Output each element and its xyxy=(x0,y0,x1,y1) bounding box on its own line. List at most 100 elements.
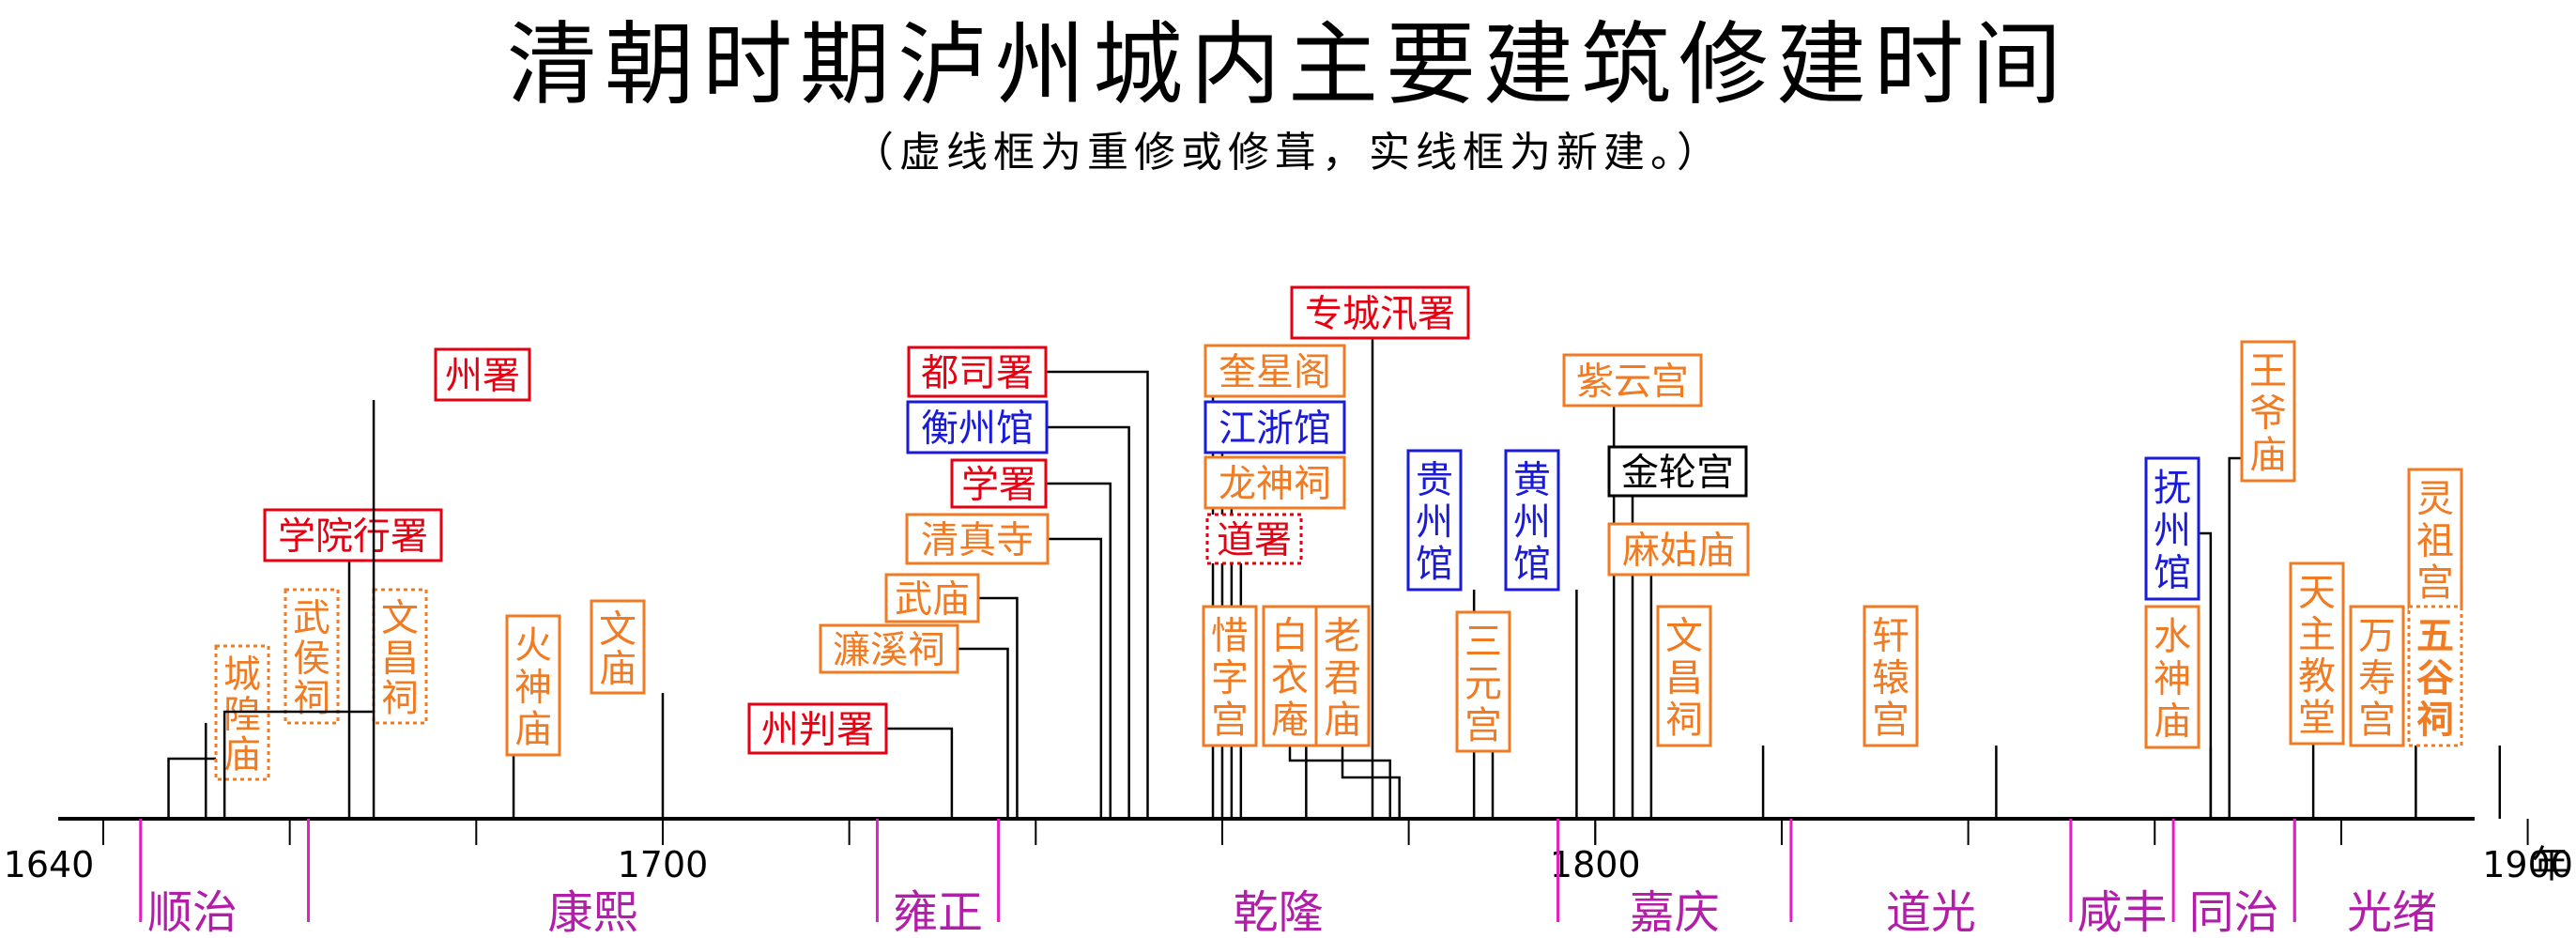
building-label-char: 三 xyxy=(1464,621,1502,664)
axis-unit-label: 年 xyxy=(2531,843,2568,886)
building-label-char: 城 xyxy=(223,654,261,697)
reign-label: 咸丰 xyxy=(2077,886,2167,938)
building-box xyxy=(1455,610,1511,753)
building-label-char: 神 xyxy=(2154,657,2191,700)
building-label-char: 堂 xyxy=(2298,697,2336,740)
building-label: 紫云宫 xyxy=(1576,360,1689,403)
building-label-char: 字 xyxy=(1211,656,1249,700)
building-box xyxy=(1202,605,1258,747)
building-label: 衡州馆 xyxy=(921,407,1034,450)
building-label-char: 衣 xyxy=(1271,656,1309,700)
building-label-char: 庙 xyxy=(599,647,636,690)
building-label-char: 宫 xyxy=(2416,561,2454,605)
building-connector-line xyxy=(1048,537,1103,819)
building-label-char: 祠 xyxy=(381,677,419,720)
building-label-char: 馆 xyxy=(1416,543,1453,586)
building-label-char: 寿 xyxy=(2358,656,2396,700)
building-label-char: 惜 xyxy=(1211,615,1249,658)
building-box xyxy=(1562,353,1703,407)
building-label: 龙神祠 xyxy=(1219,462,1331,505)
building-connector-line xyxy=(2199,531,2213,819)
building-box xyxy=(1863,605,1919,747)
building-box xyxy=(819,623,959,674)
building-label-char: 教 xyxy=(2298,655,2336,699)
building-box xyxy=(263,508,443,562)
building-label: 道署 xyxy=(1217,518,1292,561)
building-box xyxy=(747,702,888,755)
building-label-char: 轩 xyxy=(1872,615,1909,658)
building-box xyxy=(1607,522,1750,577)
building-label-char: 州 xyxy=(1513,500,1551,544)
building-box xyxy=(1406,449,1463,592)
building-label-char: 庙 xyxy=(514,708,552,751)
building-label-char: 馆 xyxy=(1513,543,1551,586)
building-label-char: 昌 xyxy=(381,637,419,680)
building-box xyxy=(1204,344,1346,398)
building-connector-line xyxy=(1341,746,1401,819)
building-label-char: 庙 xyxy=(223,733,261,777)
building-connector-line xyxy=(2228,456,2242,819)
building-box xyxy=(2144,605,2200,749)
building-connector-line xyxy=(1609,547,1653,819)
building-label-char: 祠 xyxy=(293,677,330,720)
building-label-char: 庙 xyxy=(2154,700,2191,744)
building-connector-line xyxy=(978,596,1019,819)
building-label: 州判署 xyxy=(761,708,874,751)
reign-label: 顺治 xyxy=(147,886,238,938)
building-label-char: 文 xyxy=(1665,615,1703,658)
building-label-char: 宫 xyxy=(1872,699,1909,742)
building-box xyxy=(1314,605,1371,747)
page-title: 清朝时期泸州城内主要建筑修建时间 xyxy=(507,11,2069,117)
building-label: 濂溪祠 xyxy=(833,628,945,671)
building-box xyxy=(905,513,1050,565)
building-connector-line xyxy=(1564,378,1616,819)
reign-label: 光绪 xyxy=(2347,886,2437,938)
building-label: 金轮宫 xyxy=(1621,451,1734,494)
building-box xyxy=(2240,340,2296,483)
building-label-char: 贵 xyxy=(1416,459,1453,502)
building-label-char: 隍 xyxy=(223,693,261,736)
building-label-char: 庙 xyxy=(2249,434,2287,477)
building-label-char: 万 xyxy=(2358,615,2396,658)
building-box xyxy=(1607,445,1748,498)
building-label-char: 馆 xyxy=(2154,552,2191,595)
building-connector-line xyxy=(1288,746,1392,819)
building-connector-line xyxy=(222,710,374,819)
building-box xyxy=(505,614,561,757)
reign-label: 雍正 xyxy=(893,886,983,938)
building-box xyxy=(884,573,980,623)
building-label-char: 爷 xyxy=(2249,392,2287,435)
building-label-char: 抚 xyxy=(2154,467,2191,510)
building-label-char: 主 xyxy=(2298,613,2336,656)
reign-label: 乾隆 xyxy=(1234,886,1324,938)
building-box xyxy=(1204,455,1346,510)
building-label-char: 祖 xyxy=(2416,519,2454,562)
building-label: 学院行署 xyxy=(278,515,428,558)
building-box xyxy=(434,347,531,402)
building-connector-line xyxy=(1046,370,1149,819)
building-label-char: 谷 xyxy=(2416,656,2454,700)
building-label: 江浙馆 xyxy=(1219,407,1331,450)
building-label-char: 文 xyxy=(599,607,636,651)
building-box xyxy=(1204,400,1346,454)
axis-tick-label: 1700 xyxy=(618,844,709,885)
building-label: 麻姑庙 xyxy=(1622,529,1735,572)
building-label: 奎星阁 xyxy=(1219,350,1331,393)
building-label: 清真寺 xyxy=(921,518,1034,561)
building-label-char: 神 xyxy=(514,666,552,709)
building-label-char: 宫 xyxy=(1464,704,1502,747)
building-label-char: 灵 xyxy=(2416,478,2454,521)
building-label-char: 祠 xyxy=(2416,699,2454,742)
building-box xyxy=(906,400,1049,454)
building-label-char: 州 xyxy=(1416,500,1453,544)
axis-tick-label: 1900 xyxy=(2482,844,2573,885)
building-label-char: 君 xyxy=(1324,656,1361,700)
building-label: 学署 xyxy=(961,463,1036,506)
building-label-char: 昌 xyxy=(1665,656,1703,700)
reign-label: 嘉庆 xyxy=(1630,886,1720,938)
building-label-char: 庵 xyxy=(1271,699,1309,742)
building-box xyxy=(1504,449,1560,592)
building-label-char: 黄 xyxy=(1513,459,1551,502)
reign-label: 同治 xyxy=(2189,886,2279,938)
reign-label: 康熙 xyxy=(547,886,637,938)
